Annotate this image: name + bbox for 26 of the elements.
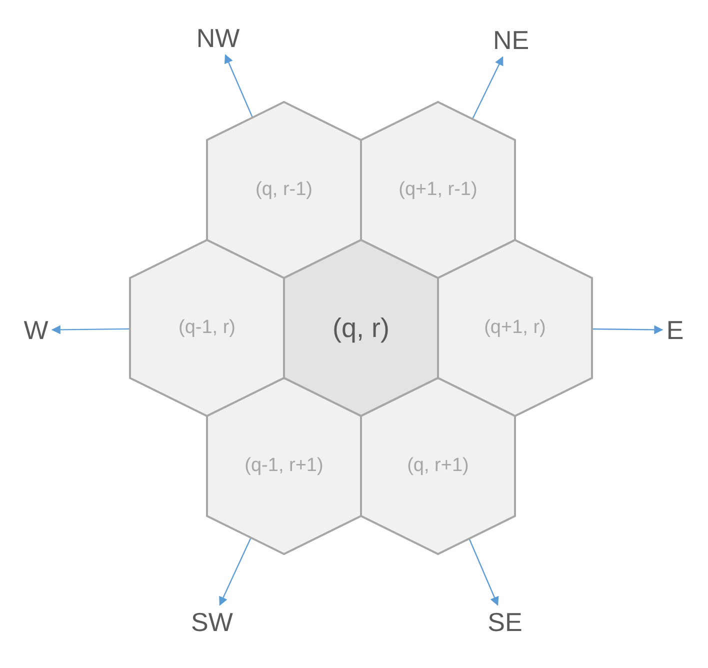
direction-label: SW: [191, 609, 233, 635]
arrow: [592, 325, 664, 334]
hexagon-cell: [361, 102, 515, 278]
hexagon-cell: [207, 102, 361, 278]
direction-label: W: [24, 317, 48, 343]
arrow: [219, 537, 252, 606]
hexagon-cell: [207, 378, 361, 554]
direction-label: SE: [488, 609, 522, 635]
direction-label: E: [666, 317, 684, 343]
coordinate-label: (q, r): [332, 312, 390, 344]
arrow: [51, 325, 130, 334]
arrow: [224, 54, 254, 118]
hexagon-cell: [130, 240, 284, 416]
coordinate-label: (q, r-1): [256, 179, 312, 201]
direction-label: NW: [196, 25, 240, 51]
coordinate-label: (q-1, r+1): [244, 455, 324, 477]
hexagon-cell: [438, 240, 592, 416]
coordinate-label: (q+1, r-1): [398, 179, 478, 201]
arrow: [472, 56, 504, 120]
direction-label: NE: [492, 27, 530, 53]
coordinate-label: (q-1, r): [178, 317, 236, 339]
arrow: [468, 538, 499, 606]
coordinate-label: (q, r+1): [407, 455, 469, 477]
hexagon-cell: [361, 378, 515, 554]
hexagon-cell: [284, 240, 438, 416]
coordinate-label: (q+1, r): [484, 317, 546, 339]
